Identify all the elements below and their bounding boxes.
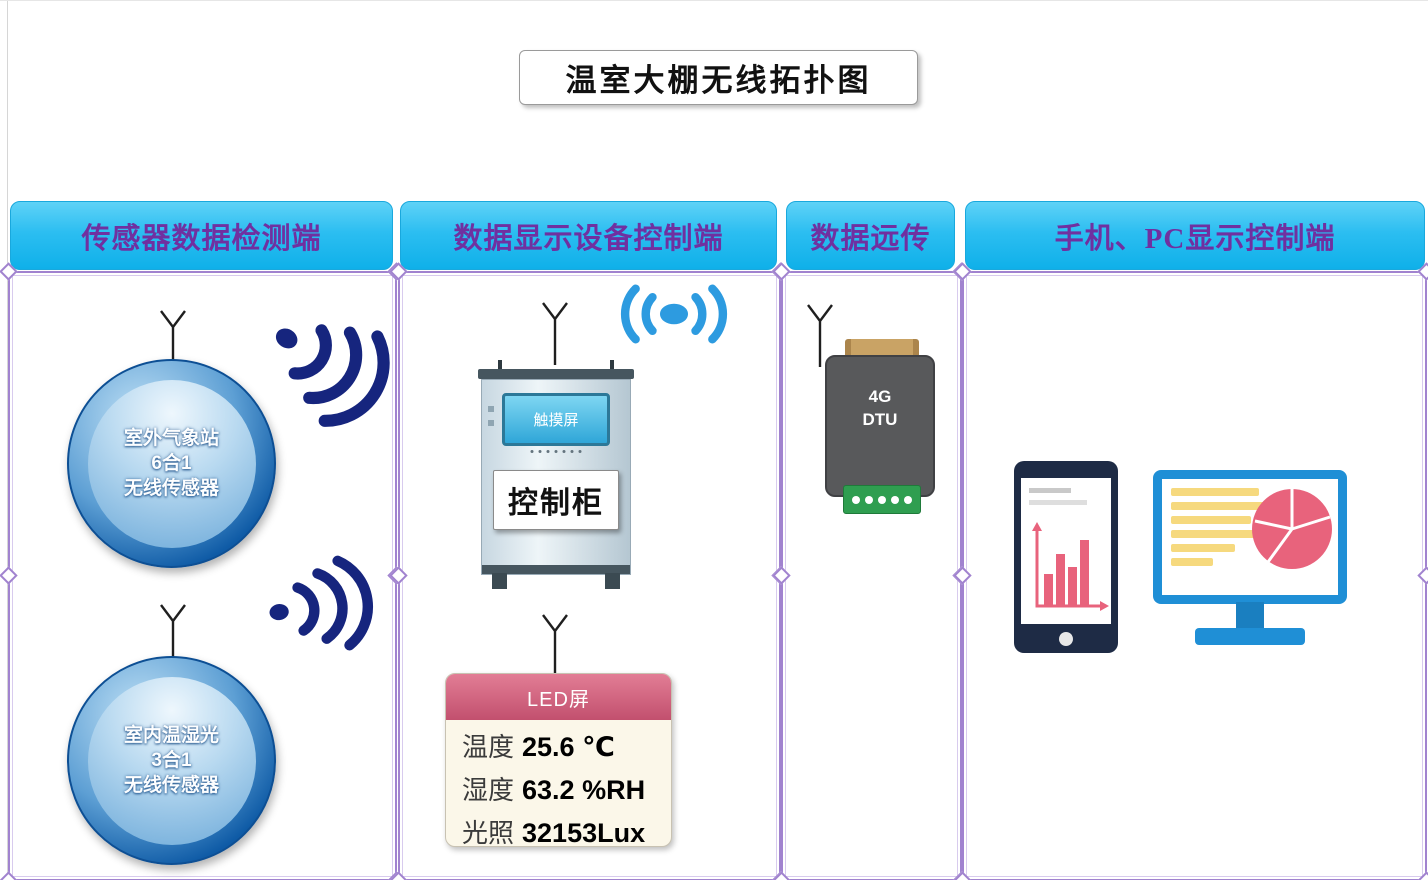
- dtu-label-line: DTU: [862, 410, 898, 429]
- reading-label: 温度: [462, 733, 515, 762]
- reading-value: 32153Lux: [522, 818, 646, 848]
- led-panel-title: LED屏: [446, 674, 671, 720]
- sensor-label-line: 无线传感器: [123, 775, 219, 796]
- monitor-stand-base: [1195, 628, 1305, 645]
- column-clients: [953, 262, 1428, 880]
- column-header-transmit: 数据远传: [786, 201, 955, 270]
- indoor-sensor-label: 室内温湿光 3合1 无线传感器: [87, 676, 256, 845]
- reading-label: 光照: [462, 819, 515, 848]
- phone-home-button: [1059, 632, 1073, 646]
- cabinet-top-bar: [478, 369, 634, 379]
- dtu-serial-connector: [845, 339, 919, 359]
- reading-value: 25.6 ℃: [522, 732, 615, 762]
- monitor-stand-neck: [1236, 602, 1264, 630]
- outdoor-sensor-label: 室外气象站 6合1 无线传感器: [87, 379, 256, 548]
- sensor-label-line: 室外气象站: [123, 428, 219, 449]
- canvas-edge-line: [7, 1, 8, 880]
- terminal-pin: [891, 495, 899, 504]
- antenna-icon: [807, 304, 833, 367]
- monitor-screen: [1162, 479, 1338, 595]
- terminal-pin: [865, 495, 873, 504]
- column-sensors: 室外气象站 6合1 无线传感器 室内温湿光 3合1 无线传感器: [0, 262, 406, 880]
- column-header-sensors: 传感器数据检测端: [10, 201, 393, 270]
- wireless-signal-icon: [269, 555, 374, 651]
- reading-label: 湿度: [462, 776, 515, 805]
- column-transmit: 4G DTU: [772, 262, 971, 880]
- wireless-signal-icon: [275, 324, 390, 427]
- terminal-pin: [904, 495, 912, 504]
- border-ornament: [0, 566, 18, 585]
- pc-monitor-illustration: [1153, 470, 1347, 604]
- terminal-pin: [852, 495, 860, 504]
- cabinet-bolt: [498, 360, 502, 371]
- cabinet-bolt: [610, 360, 614, 371]
- wifi-broadcast-icon: [620, 284, 728, 344]
- column-header-client: 手机、PC显示控制端: [965, 201, 1425, 270]
- indoor-sensor-node: 室内温湿光 3合1 无线传感器: [67, 656, 276, 865]
- cabinet-dots: [530, 450, 582, 453]
- cabinet-bottom-bar: [482, 565, 630, 574]
- reading-value: 63.2 %RH: [522, 775, 646, 805]
- bar-chart-icon: [1029, 488, 1109, 611]
- touch-screen: 触摸屏: [502, 393, 610, 446]
- phone-screen: [1021, 478, 1111, 624]
- sensor-label-line: 3合1: [151, 750, 192, 771]
- control-cabinet: 触摸屏 控制柜: [478, 360, 634, 595]
- antenna-icon: [542, 614, 568, 677]
- dtu-terminal-block: [843, 485, 921, 514]
- cabinet-body: 触摸屏 控制柜: [481, 379, 631, 575]
- cabinet-vent: [488, 406, 494, 412]
- border-ornament: [1417, 566, 1428, 585]
- antenna-icon: [542, 302, 568, 365]
- sensor-label-line: 6合1: [151, 453, 192, 474]
- page-title: 温室大棚无线拓扑图: [519, 50, 918, 105]
- cabinet-vent: [488, 420, 494, 426]
- sensor-label-line: 室内温湿光: [123, 725, 219, 746]
- dtu-label-line: 4G: [868, 387, 892, 406]
- cabinet-leg: [605, 573, 620, 589]
- sensor-label-line: 无线传感器: [123, 478, 219, 499]
- cabinet-label: 控制柜: [493, 470, 619, 530]
- cabinet-leg: [492, 573, 507, 589]
- pie-chart-icon: [1252, 489, 1332, 569]
- text-lines-icon: [1171, 488, 1267, 572]
- outdoor-sensor-node: 室外气象站 6合1 无线传感器: [67, 359, 276, 568]
- dtu-device: 4G DTU: [825, 355, 935, 497]
- terminal-pin: [878, 495, 886, 504]
- smartphone-illustration: [1014, 461, 1118, 653]
- column-header-display: 数据显示设备控制端: [400, 201, 777, 270]
